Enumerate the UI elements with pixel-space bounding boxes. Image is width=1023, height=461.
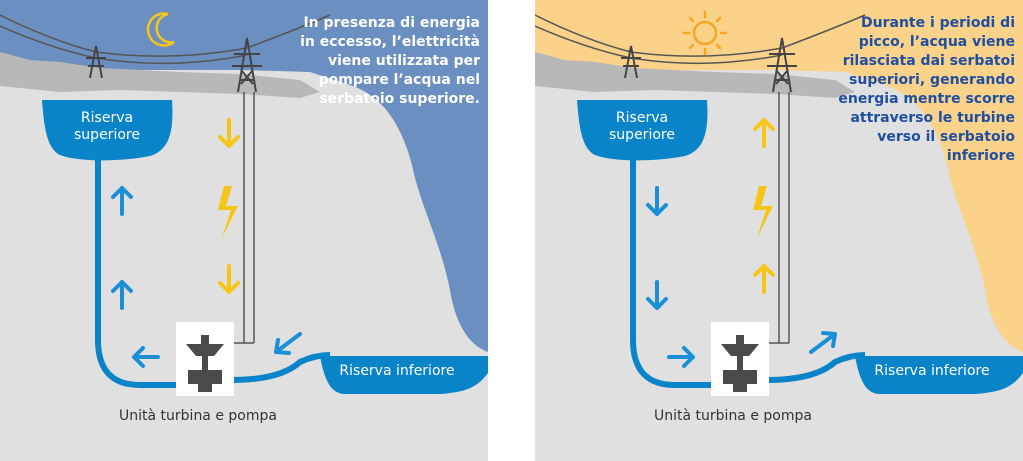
water-arrow-up [111,280,133,310]
water-arrow-inflow [274,332,302,355]
day-sky [535,0,1023,352]
turbine-unit-label: Unità turbina e pompa [119,408,277,424]
upper-reservoir-water [42,100,173,161]
mountain-top [0,52,320,98]
energy-arrow-down [218,264,240,294]
turbine-pump-unit [176,322,234,396]
tailrace-pipe [231,352,331,383]
upper-reservoir-label: Riserva superiore [74,110,140,143]
generating-scene [535,0,1023,461]
energy-arrow-up [753,118,775,148]
sun-icon [682,10,728,56]
water-arrow-left [132,346,160,368]
water-arrow-down [646,186,668,216]
pumping-panel: In presenza di energia in eccesso, l’ele… [0,0,488,461]
upper-reservoir-label: Riserva superiore [609,110,675,143]
pumping-description: In presenza di energia in eccesso, l’ele… [300,15,480,107]
night-sky [0,0,488,352]
pumping-scene [0,0,488,461]
moon-icon [146,12,175,47]
lower-reservoir-label: Riserva inferiore [339,363,455,379]
penstock-pipe [95,158,180,388]
penstock-pipe [630,158,715,388]
lightning-bolt-icon [218,186,238,238]
power-pylon-small [86,45,106,79]
lightning-bolt-icon [753,186,773,238]
water-arrow-down [646,280,668,310]
lower-reservoir-label: Riserva inferiore [874,363,990,379]
generating-description: Durante i periodi di picco, l’acqua vien… [838,15,1015,164]
power-pylon-small [621,45,641,79]
water-arrow-right [667,346,695,368]
energy-arrow-up [753,264,775,294]
power-pylon [767,37,797,93]
energy-arrow-down [218,118,240,148]
tailrace-pipe [766,352,866,383]
water-arrow-up [111,186,133,216]
water-arrow-outflow [809,331,837,354]
generating-panel: Durante i periodi di picco, l’acqua vien… [535,0,1023,461]
upper-reservoir-water [577,100,708,161]
turbine-pump-unit [711,322,769,396]
lower-reservoir-water [855,356,1023,394]
turbine-unit-label: Unità turbina e pompa [654,408,812,424]
lower-reservoir-water [320,356,488,394]
power-pylon [232,37,262,93]
mountain-top [535,52,855,98]
